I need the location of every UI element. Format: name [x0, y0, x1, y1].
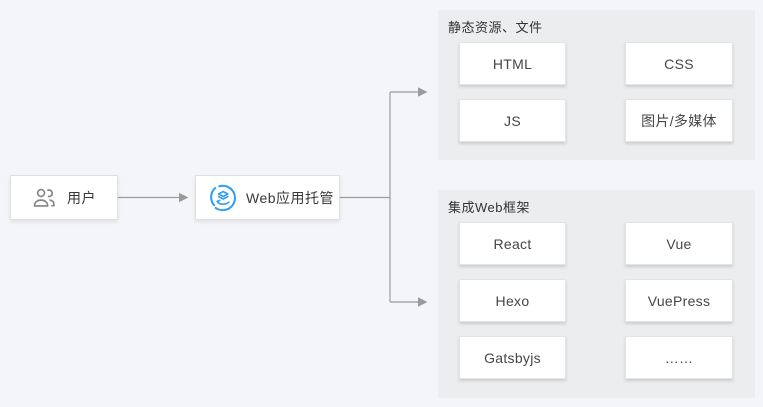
item-css: CSS	[625, 42, 733, 85]
user-node: 用户	[10, 175, 118, 220]
users-icon	[31, 185, 57, 211]
item-js: JS	[459, 99, 566, 142]
item-hexo: Hexo	[459, 279, 566, 322]
group-static-resources: 静态资源、文件 HTML CSS JS 图片/多媒体	[438, 10, 755, 160]
web-hosting-node-label: Web应用托管	[246, 189, 335, 206]
web-frameworks-grid: React Vue Hexo VuePress Gatsbyjs ……	[459, 222, 734, 379]
web-hosting-node: Web应用托管	[195, 175, 340, 220]
group-web-frameworks-title: 集成Web框架	[448, 200, 530, 215]
item-html: HTML	[459, 42, 566, 85]
static-resources-grid: HTML CSS JS 图片/多媒体	[459, 42, 734, 142]
group-static-resources-title: 静态资源、文件	[448, 20, 543, 35]
item-vuepress: VuePress	[625, 279, 733, 322]
item-gatsbyjs: Gatsbyjs	[459, 336, 566, 379]
web-hosting-icon	[209, 184, 237, 212]
item-vue: Vue	[625, 222, 733, 265]
user-node-label: 用户	[67, 189, 96, 206]
item-react: React	[459, 222, 566, 265]
item-media: 图片/多媒体	[625, 99, 733, 142]
item-more: ……	[625, 336, 733, 379]
group-web-frameworks: 集成Web框架 React Vue Hexo VuePress Gatsbyjs…	[438, 190, 755, 398]
